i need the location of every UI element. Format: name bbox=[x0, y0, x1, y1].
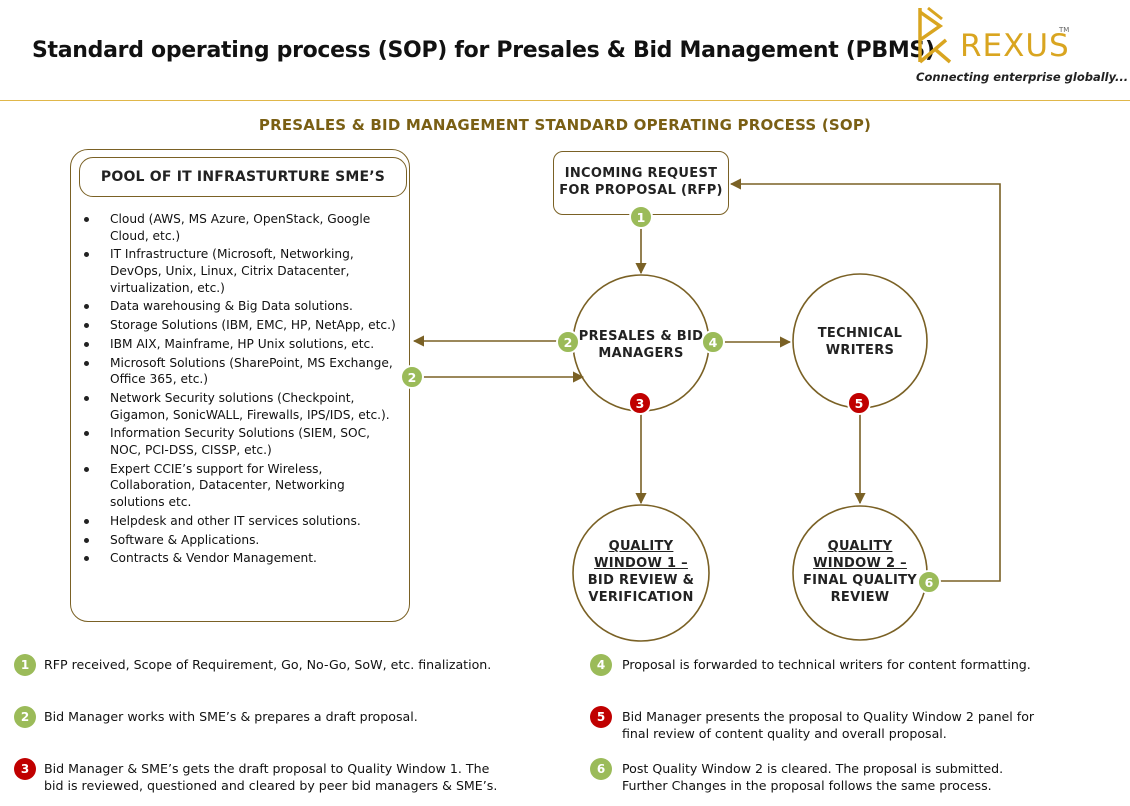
legend-item-3: Bid Manager & SME’s gets the draft propo… bbox=[44, 761, 498, 793]
rexus-logo-mark-icon bbox=[918, 6, 952, 64]
step-2-badge: 2 bbox=[400, 365, 424, 389]
arrow-qw2-back-to-rfp bbox=[729, 178, 1001, 582]
legend-badge-4: 4 bbox=[590, 654, 612, 676]
writers-node-label: TECHNICAL WRITERS bbox=[817, 326, 903, 358]
list-item: Cloud (AWS, MS Azure, OpenStack, Google … bbox=[84, 211, 402, 244]
header-divider bbox=[0, 100, 1130, 101]
step-2-badge: 2 bbox=[556, 330, 580, 354]
quality-window-2-label: QUALITY WINDOW 2 – FINAL QUALITY REVIEW bbox=[802, 539, 918, 605]
managers-node-label: PRESALES & BID MANAGERS bbox=[578, 329, 704, 361]
quality-window-1-circle bbox=[572, 504, 710, 642]
step-4-badge: 4 bbox=[701, 330, 725, 354]
list-item: Network Security solutions (Checkpoint, … bbox=[84, 390, 402, 423]
list-item: Microsoft Solutions (SharePoint, MS Exch… bbox=[84, 355, 402, 388]
step-3-badge: 3 bbox=[628, 391, 652, 415]
page-title: Standard operating process (SOP) for Pre… bbox=[32, 38, 935, 63]
list-item: Helpdesk and other IT services solutions… bbox=[84, 513, 402, 530]
legend-badge-1: 1 bbox=[14, 654, 36, 676]
list-item: Software & Applications. bbox=[84, 532, 402, 549]
logo-name: REXUS bbox=[960, 28, 1070, 64]
list-item: IT Infrastructure (Microsoft, Networking… bbox=[84, 246, 402, 296]
sme-pool-list: Cloud (AWS, MS Azure, OpenStack, Google … bbox=[84, 211, 402, 569]
logo-trademark: TM bbox=[1059, 26, 1070, 34]
legend-item-4: Proposal is forwarded to technical write… bbox=[622, 657, 1031, 672]
rexus-logo: REXUS TM Connecting enterprise globally.… bbox=[912, 6, 1128, 90]
list-item: IBM AIX, Mainframe, HP Unix solutions, e… bbox=[84, 336, 402, 353]
list-item: Contracts & Vendor Management. bbox=[84, 550, 402, 567]
legend-badge-5: 5 bbox=[590, 706, 612, 728]
quality-window-1-label: QUALITY WINDOW 1 – BID REVIEW & VERIFICA… bbox=[587, 539, 695, 605]
legend-item-6: Post Quality Window 2 is cleared. The pr… bbox=[622, 761, 1004, 793]
legend-badge-6: 6 bbox=[590, 758, 612, 780]
legend-badge-2: 2 bbox=[14, 706, 36, 728]
step-5-badge: 5 bbox=[847, 391, 871, 415]
list-item: Expert CCIE’s support for Wireless, Coll… bbox=[84, 461, 402, 511]
step-6-badge: 6 bbox=[917, 570, 941, 594]
legend-badge-3: 3 bbox=[14, 758, 36, 780]
legend-item-2: Bid Manager works with SME’s & prepares … bbox=[44, 709, 418, 724]
rfp-node-label: INCOMING REQUEST FOR PROPOSAL (RFP) bbox=[559, 166, 723, 198]
legend-item-1: RFP received, Scope of Requirement, Go, … bbox=[44, 657, 492, 672]
logo-tagline: Connecting enterprise globally... bbox=[916, 70, 1129, 84]
list-item: Storage Solutions (IBM, EMC, HP, NetApp,… bbox=[84, 317, 402, 334]
diagram-title: PRESALES & BID MANAGEMENT STANDARD OPERA… bbox=[258, 116, 872, 134]
step-1-badge: 1 bbox=[629, 205, 653, 229]
sme-pool-heading: POOL OF IT INFRASTURTURE SME’S bbox=[79, 157, 407, 197]
list-item: Information Security Solutions (SIEM, SO… bbox=[84, 425, 402, 458]
list-item: Data warehousing & Big Data solutions. bbox=[84, 298, 402, 315]
legend-item-5: Bid Manager presents the proposal to Qua… bbox=[622, 709, 1035, 741]
